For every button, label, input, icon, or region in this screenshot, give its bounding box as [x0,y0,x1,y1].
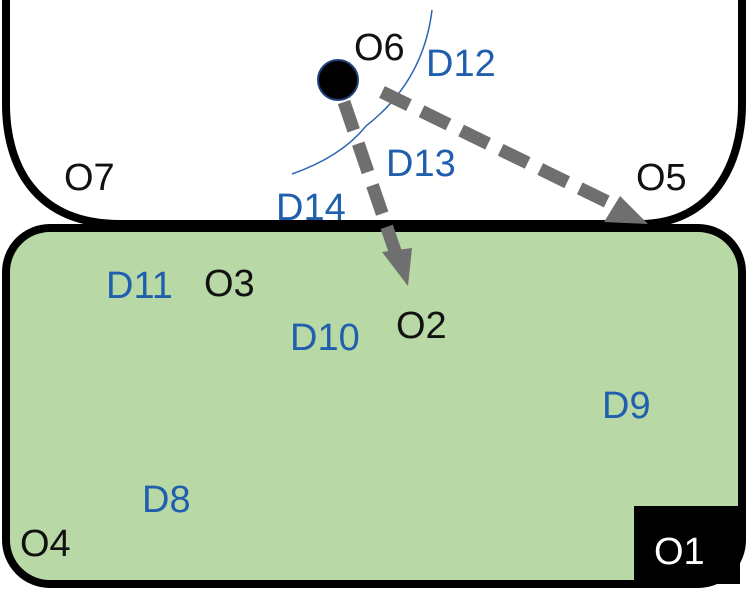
label-d10: D10 [290,317,360,359]
label-o6: O6 [354,27,405,69]
label-d13: D13 [386,143,456,185]
label-d9: D9 [602,385,651,427]
label-o1: O1 [654,531,705,573]
arrowhead-to-o5 [604,196,648,224]
label-o5: O5 [636,157,687,199]
label-o4: O4 [20,523,71,565]
thin-arc-lower [291,125,367,175]
o6-node [317,59,359,101]
label-o2: O2 [396,305,447,347]
label-o3: O3 [204,263,255,305]
dashed-arrow-to-o2 [337,99,403,257]
label-d12: D12 [426,43,496,85]
label-d14: D14 [276,187,346,229]
label-d8: D8 [142,479,191,521]
thin-arc-upper [365,9,433,127]
o1-box [634,506,740,584]
arrowhead-to-o2 [382,248,412,286]
green-region [2,224,746,588]
label-d11: D11 [106,265,173,307]
label-o7: O7 [64,157,115,199]
